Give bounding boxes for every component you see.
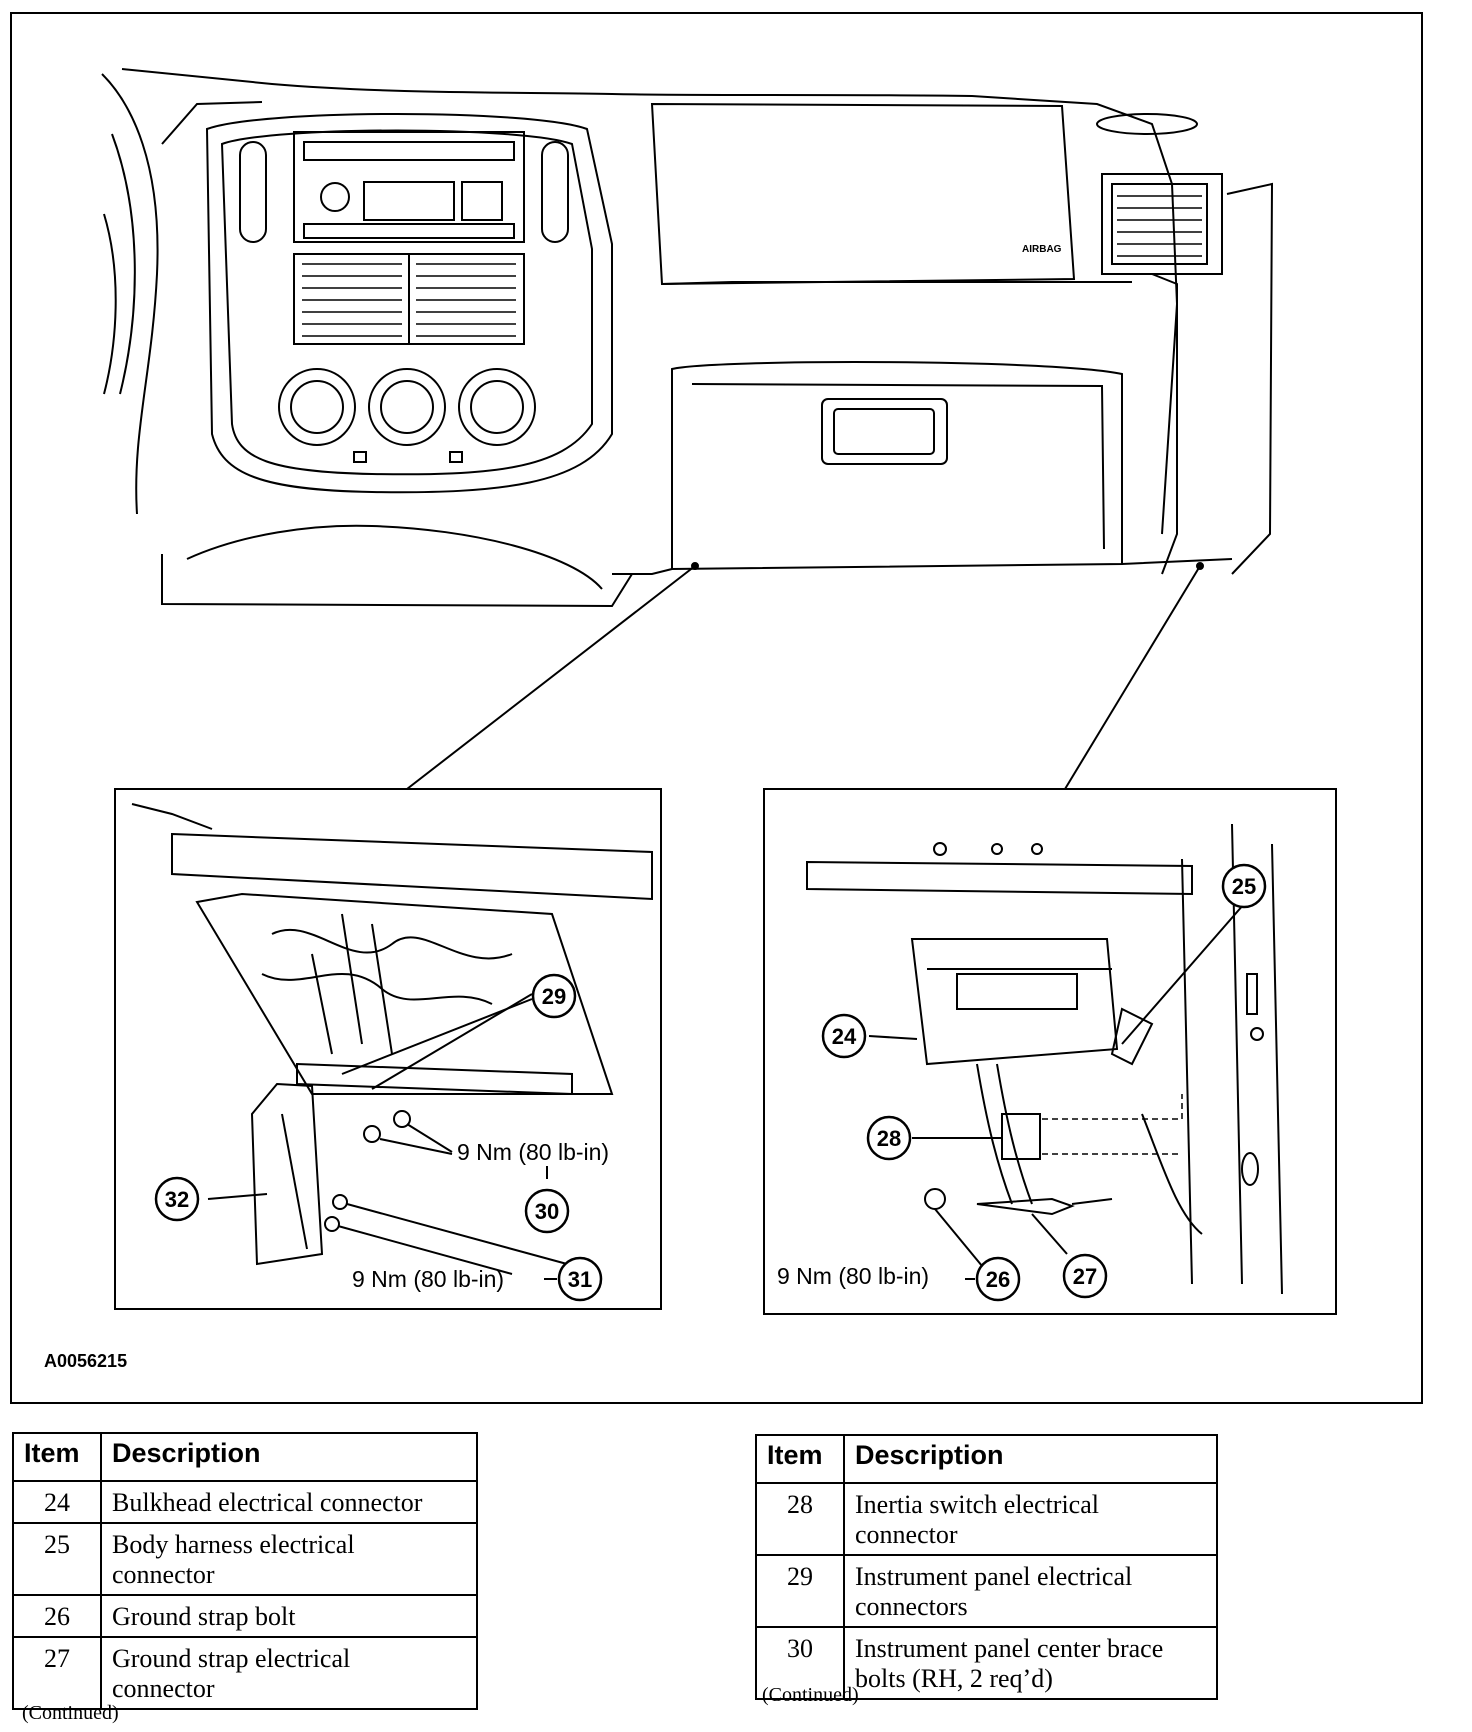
figure-id: A0056215 — [44, 1351, 127, 1371]
item-description-table-left: Item Description 24 Bulkhead electrical … — [12, 1432, 478, 1710]
item-number: 29 — [755, 1554, 845, 1628]
torque-label-26: 9 Nm (80 lb-in) — [777, 1263, 929, 1289]
callout-27: 27 — [1073, 1264, 1097, 1289]
torque-label-31: 9 Nm (80 lb-in) — [352, 1266, 504, 1292]
callout-circle-30 — [524, 1188, 570, 1234]
item-number: 25 — [12, 1522, 102, 1596]
left-detail-view — [114, 788, 662, 1310]
item-description: Instrument panel electrical connectors — [843, 1554, 1218, 1628]
item-number: 26 — [12, 1594, 102, 1638]
table-row: 25 Body harness electrical connector — [12, 1522, 478, 1596]
callout-26: 26 — [986, 1267, 1010, 1292]
callout-32: 32 — [165, 1187, 189, 1212]
item-number: 27 — [12, 1636, 102, 1710]
table-row: 26 Ground strap bolt — [12, 1594, 478, 1638]
callout-28: 28 — [877, 1126, 901, 1151]
callout-circle-27 — [1062, 1253, 1108, 1299]
item-description: Bulkhead electrical connector — [100, 1480, 478, 1524]
header-description: Description — [843, 1434, 1218, 1484]
table-row: 29 Instrument panel electrical connector… — [755, 1554, 1218, 1628]
header-description: Description — [100, 1432, 478, 1482]
item-number: 28 — [755, 1482, 845, 1556]
instrument-panel-illustration: AIRBAG — [44, 68, 1337, 1371]
callout-29: 29 — [542, 984, 566, 1009]
item-number: 24 — [12, 1480, 102, 1524]
item-description: Inertia switch electrical connector — [843, 1482, 1218, 1556]
callout-circle-31 — [557, 1256, 603, 1302]
callouts — [154, 863, 1267, 1302]
dashboard-overview: AIRBAG — [101, 68, 1274, 790]
callout-circle-32 — [154, 1176, 200, 1222]
right-detail-view — [763, 788, 1337, 1315]
airbag-label: AIRBAG — [1022, 244, 1062, 255]
torque-label-30: 9 Nm (80 lb-in) — [457, 1139, 609, 1165]
item-number: 30 — [755, 1626, 845, 1700]
table-header-row: Item Description — [755, 1434, 1218, 1484]
header-item: Item — [755, 1434, 845, 1484]
item-description: Ground strap bolt — [100, 1594, 478, 1638]
item-description-table-right: Item Description 28 Inertia switch elect… — [755, 1434, 1218, 1700]
item-description: Ground strap electrical connector — [100, 1636, 478, 1710]
table-row: 24 Bulkhead electrical connector — [12, 1480, 478, 1524]
callout-30: 30 — [535, 1199, 559, 1224]
continued-note-right: (Continued) — [762, 1684, 859, 1706]
callout-circle-24 — [821, 1013, 867, 1059]
continued-note-left: (Continued) — [22, 1702, 119, 1724]
callout-circle-25 — [1221, 863, 1267, 909]
callout-circle-28 — [866, 1115, 912, 1161]
callout-25: 25 — [1232, 874, 1256, 899]
table-row: 27 Ground strap electrical connector — [12, 1636, 478, 1710]
figure-frame: AIRBAG — [10, 12, 1423, 1404]
callout-24: 24 — [832, 1024, 857, 1049]
callout-circle-29 — [531, 973, 577, 1019]
item-description: Instrument panel center brace bolts (RH,… — [843, 1626, 1218, 1700]
table-row: 28 Inertia switch electrical connector — [755, 1482, 1218, 1556]
table-row: 30 Instrument panel center brace bolts (… — [755, 1626, 1218, 1700]
header-item: Item — [12, 1432, 102, 1482]
callout-circle-26 — [975, 1256, 1021, 1302]
callout-31: 31 — [568, 1267, 592, 1292]
table-header-row: Item Description — [12, 1432, 478, 1482]
item-description: Body harness electrical connector — [100, 1522, 478, 1596]
